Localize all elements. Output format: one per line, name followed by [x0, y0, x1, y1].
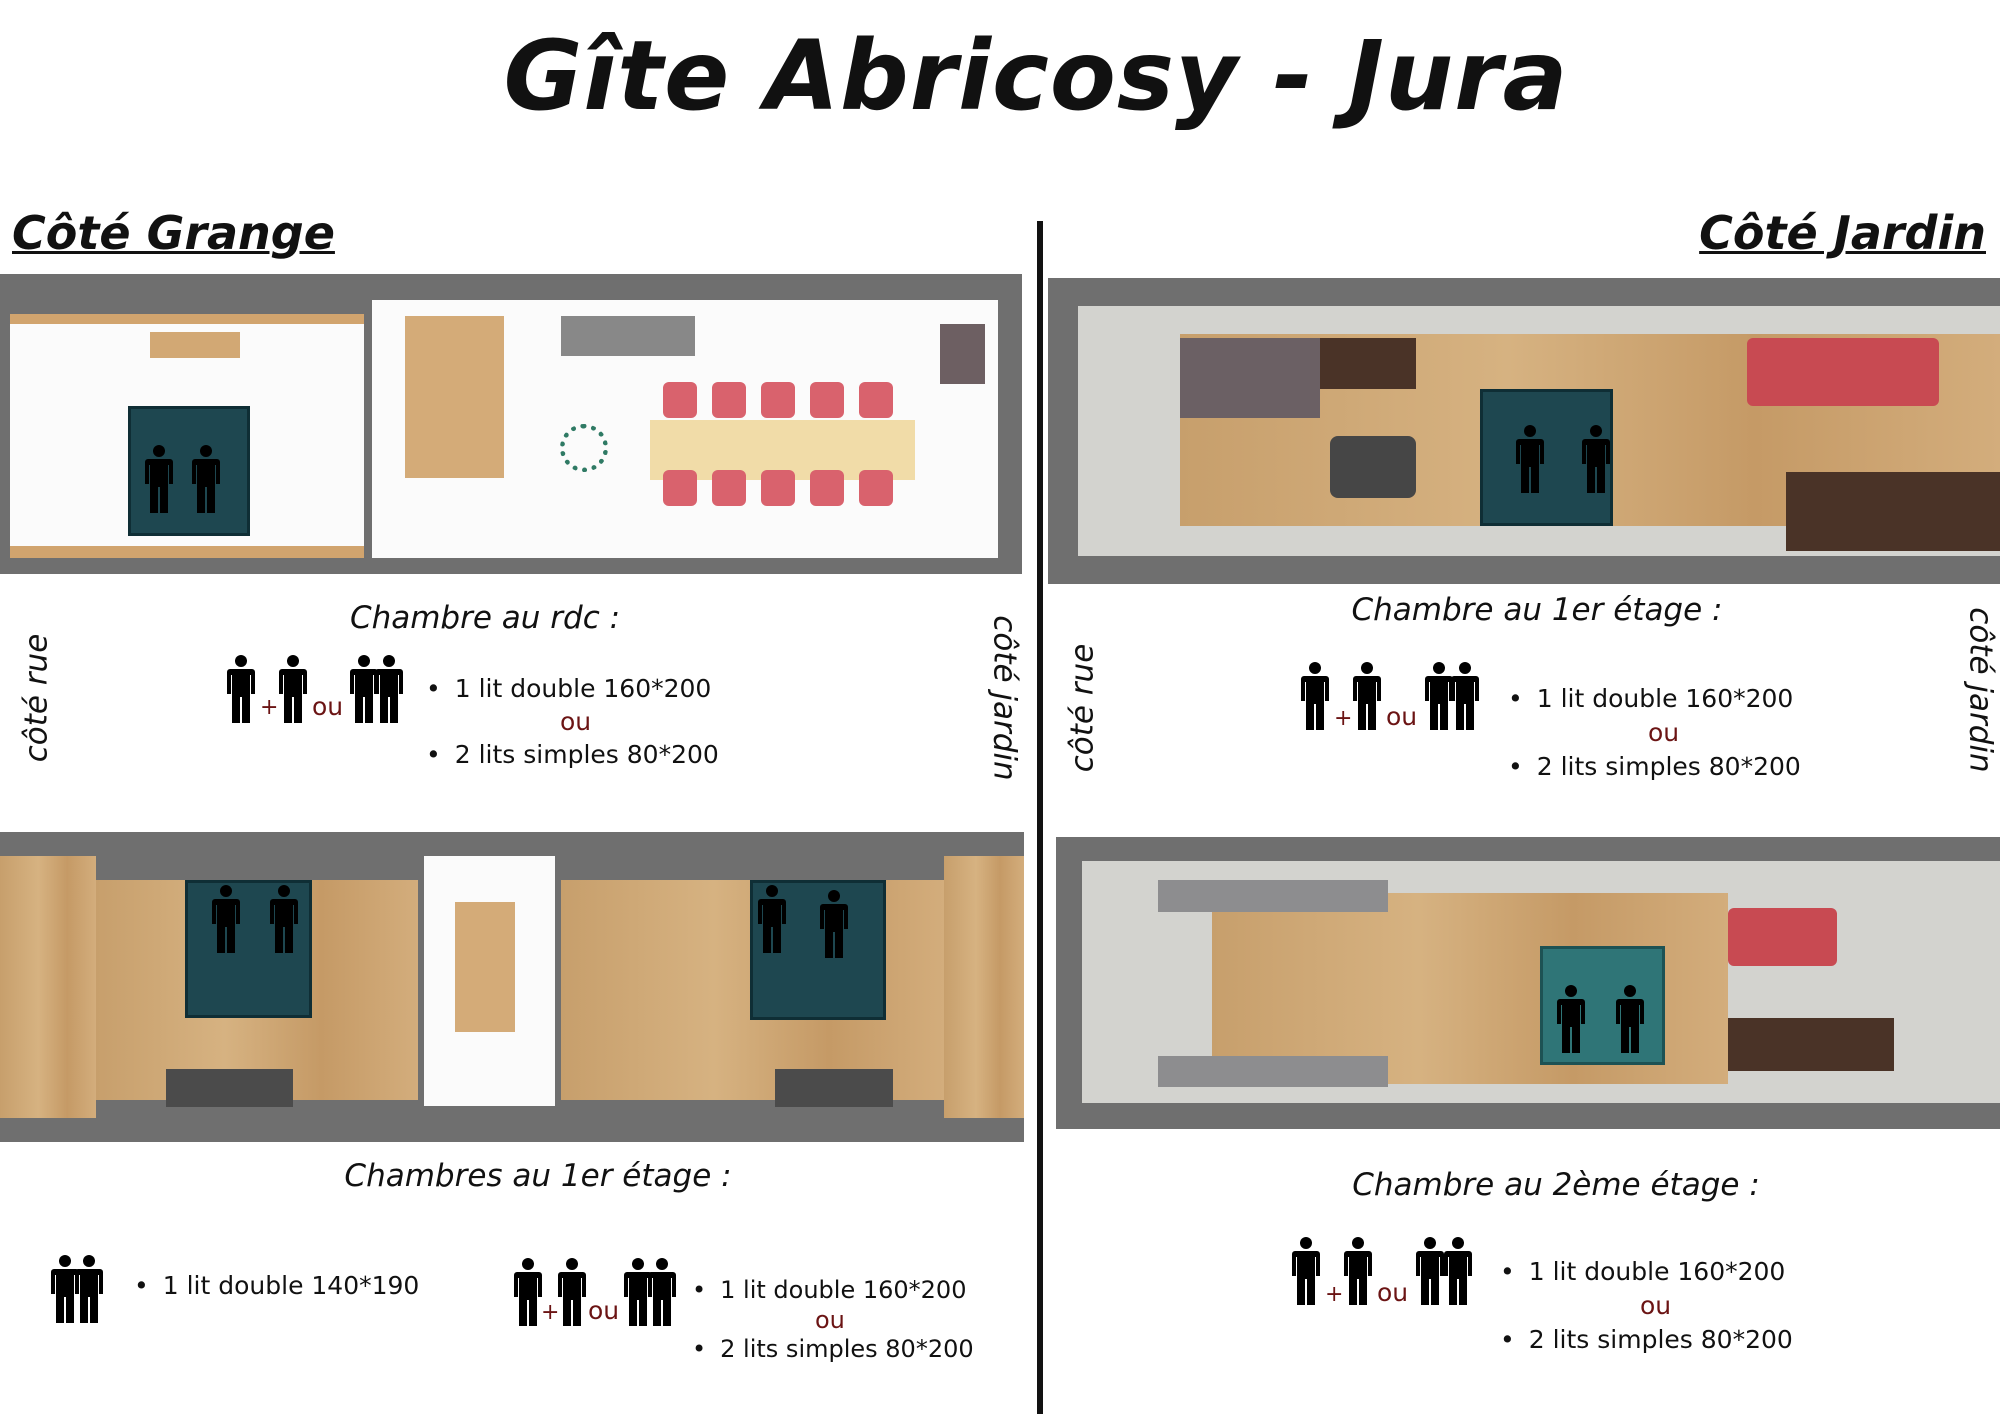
- person-icon: [1451, 662, 1479, 732]
- person-icon: [1557, 985, 1585, 1055]
- sideboard: [1728, 1018, 1894, 1071]
- dining-chair: [859, 470, 893, 506]
- plus-sign: +: [541, 1300, 560, 1325]
- person-icon: [192, 445, 220, 515]
- plus-sign: +: [1325, 1282, 1344, 1307]
- person-icon: [279, 655, 307, 725]
- or-label: ou: [1377, 1278, 1409, 1307]
- bed-option: 2 lits simples 80*200: [692, 1335, 973, 1363]
- person-icon: [375, 655, 403, 725]
- occupancy-icons: [51, 1255, 105, 1327]
- person-icon: [212, 885, 240, 955]
- armchair: [1330, 436, 1416, 498]
- occupancy-icons: + ou: [514, 1258, 684, 1330]
- bed-option: 2 lits simples 80*200: [1508, 752, 1801, 781]
- floorplan-grange-rdc: [0, 274, 1022, 574]
- bed-option: 1 lit double 160*200: [426, 674, 712, 703]
- person-icon: [145, 445, 173, 515]
- or-label: ou: [815, 1306, 845, 1334]
- person-icon: [75, 1255, 103, 1325]
- person-icon: [1425, 662, 1453, 732]
- or-label: ou: [1386, 702, 1418, 731]
- caption-jardin-1er: Chambre au 1er étage :: [1351, 592, 1723, 628]
- shelf: [1158, 1056, 1388, 1087]
- label-cote-jardin-right: côté jardin: [1962, 607, 1999, 773]
- dining-chair: [761, 382, 795, 418]
- person-icon: [1616, 985, 1644, 1055]
- or-label: ou: [560, 707, 592, 736]
- shelf: [1158, 880, 1388, 912]
- label-cote-jardin-left: côté jardin: [986, 615, 1023, 781]
- bed-option: 1 lit double 160*200: [1508, 684, 1794, 713]
- person-icon: [1516, 425, 1544, 495]
- bench: [166, 1069, 293, 1107]
- sofa: [1747, 338, 1939, 406]
- section-title-jardin: Côté Jardin: [1699, 206, 1986, 260]
- person-icon: [758, 885, 786, 955]
- bed-option: 2 lits simples 80*200: [1500, 1325, 1793, 1354]
- landing: [0, 856, 96, 1118]
- dining-chair: [712, 382, 746, 418]
- bed-option: 1 lit double 160*200: [1500, 1257, 1786, 1286]
- caption-jardin-2eme: Chambre au 2ème étage :: [1352, 1167, 1760, 1203]
- bed-option: 1 lit double 160*200: [692, 1276, 966, 1304]
- or-label: ou: [1640, 1291, 1672, 1320]
- person-icon: [1301, 662, 1329, 732]
- dining-chair: [810, 470, 844, 506]
- cabinet: [940, 324, 985, 384]
- person-icon: [1344, 1234, 1372, 1310]
- occupancy-icons: + ou: [227, 655, 417, 727]
- floorplan-jardin-2eme: [1056, 837, 2000, 1129]
- dining-chair: [663, 382, 697, 418]
- person-icon: [1416, 1234, 1444, 1310]
- floorplan-jardin-1er: [1048, 278, 2000, 584]
- desk: [150, 332, 240, 358]
- alcove: [944, 856, 1024, 1118]
- dining-chair: [810, 382, 844, 418]
- person-icon: [270, 885, 298, 955]
- caption-grange-rdc: Chambre au rdc :: [349, 600, 621, 636]
- person-icon: [648, 1258, 676, 1328]
- person-icon: [820, 890, 848, 960]
- or-label: ou: [588, 1296, 620, 1325]
- caption-grange-1er: Chambres au 1er étage :: [344, 1158, 732, 1194]
- bed-option: 1 lit double 140*190: [134, 1271, 420, 1300]
- cabinet: [1180, 338, 1320, 418]
- sofa: [1728, 908, 1837, 966]
- section-title-grange: Côté Grange: [12, 206, 335, 260]
- section-divider: [1037, 221, 1043, 1414]
- staircase: [455, 902, 515, 1032]
- plus-sign: +: [1334, 706, 1353, 731]
- person-icon: [1292, 1234, 1320, 1310]
- floorplan-grange-1er: [0, 832, 1024, 1142]
- person-icon: [350, 655, 378, 725]
- occupancy-icons: + ou: [1301, 662, 1491, 736]
- person-icon: [1582, 425, 1610, 495]
- or-label: ou: [312, 692, 344, 721]
- person-icon: [227, 655, 255, 725]
- person-icon: [558, 1258, 586, 1328]
- occupancy-icons: + ou: [1292, 1234, 1482, 1312]
- dining-chair: [712, 470, 746, 506]
- bed-option: 2 lits simples 80*200: [426, 740, 719, 769]
- sideboard: [1786, 472, 2000, 551]
- rug: [560, 424, 608, 472]
- plus-sign: +: [260, 695, 279, 720]
- label-cote-rue-right: côté rue: [1064, 643, 1101, 773]
- staircase: [405, 316, 504, 478]
- bench: [775, 1069, 893, 1107]
- desk: [1320, 338, 1416, 389]
- person-icon: [1353, 662, 1381, 732]
- person-icon: [514, 1258, 542, 1328]
- page-title: Gîte Abricosy - Jura: [503, 20, 1569, 132]
- dining-chair: [859, 382, 893, 418]
- dining-chair: [761, 470, 795, 506]
- or-label: ou: [1648, 718, 1680, 747]
- person-icon: [1444, 1234, 1472, 1310]
- label-cote-rue-left: côté rue: [18, 633, 55, 763]
- dining-chair: [663, 470, 697, 506]
- kitchen-counter: [561, 316, 695, 356]
